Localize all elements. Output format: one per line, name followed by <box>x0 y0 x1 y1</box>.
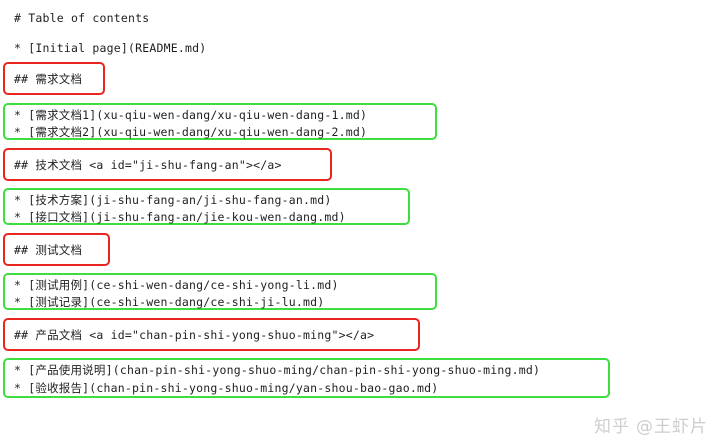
list-item: * [接口文档](ji-shu-fang-an/jie-kou-wen-dang… <box>14 210 346 224</box>
watermark: 知乎 @王虾片 <box>594 412 708 437</box>
list-item: * [需求文档1](xu-qiu-wen-dang/xu-qiu-wen-dan… <box>14 108 368 122</box>
toc-title-line: # Table of contents <box>14 11 150 25</box>
section-heading-4: ## 产品文档 <a id="chan-pin-shi-yong-shuo-mi… <box>14 328 375 342</box>
zhihu-logo-text: 知乎 <box>594 417 630 437</box>
watermark-username: @王虾片 <box>636 417 708 437</box>
section-heading-2: ## 技术文档 <a id="ji-shu-fang-an"></a> <box>14 158 282 172</box>
list-item: * [产品使用说明](chan-pin-shi-yong-shuo-ming/c… <box>14 363 541 377</box>
initial-page-line: * [Initial page](README.md) <box>14 41 207 55</box>
list-item: * [测试用例](ce-shi-wen-dang/ce-shi-yong-li.… <box>14 278 339 292</box>
list-item: * [测试记录](ce-shi-wen-dang/ce-shi-ji-lu.md… <box>14 295 325 309</box>
list-item: * [需求文档2](xu-qiu-wen-dang/xu-qiu-wen-dan… <box>14 125 368 139</box>
section-heading-1: ## 需求文档 <box>14 72 83 86</box>
list-item: * [技术方案](ji-shu-fang-an/ji-shu-fang-an.m… <box>14 193 332 207</box>
list-item: * [验收报告](chan-pin-shi-yong-shuo-ming/yan… <box>14 381 439 395</box>
section-heading-3: ## 测试文档 <box>14 243 83 257</box>
